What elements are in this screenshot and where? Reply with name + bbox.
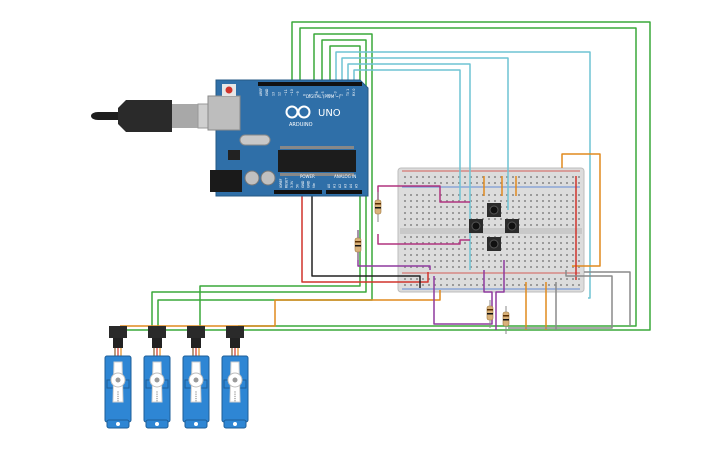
wire-green-1 — [110, 21, 651, 331]
resistors — [354, 192, 510, 334]
push-button-icon — [487, 203, 501, 217]
pin-label: ~11 — [284, 89, 288, 96]
wire-blue-3 — [347, 63, 471, 270]
pin-label: A2 — [338, 184, 342, 188]
pin-label: GND — [307, 180, 311, 188]
wire-blue-2 — [341, 57, 509, 210]
wire-green-3 — [157, 33, 373, 330]
pin-label: 7 — [309, 94, 313, 96]
board-brand-label: ARDUINO — [289, 122, 313, 128]
push-button-icon — [469, 219, 483, 233]
pin-label: A4 — [349, 184, 353, 188]
pin-label: 8 — [302, 94, 306, 96]
pin-label: IOREF — [279, 178, 283, 188]
arduino-uno-board: UNO ARDUINO DIGITAL (PWM ~) POWER ANALOG… — [207, 79, 369, 197]
usb-cable-icon — [91, 100, 221, 132]
servo-motor-icon — [221, 326, 249, 429]
resistor-icon — [502, 306, 510, 334]
arduino-logo — [285, 105, 311, 119]
pin-label: TX 1 — [346, 89, 350, 97]
pin-label: RX 0 — [352, 89, 356, 96]
pin-label: 12 — [278, 92, 282, 96]
pin-label: 5V — [296, 183, 300, 188]
wire-purple-3 — [495, 260, 505, 330]
wire-blue-4 — [353, 69, 461, 200]
servo-motor-icon — [182, 326, 210, 429]
wire-black-gnd — [311, 196, 421, 288]
pin-label: A5 — [355, 184, 359, 188]
servo-motor-icon — [104, 326, 132, 429]
pin-label: 13 — [271, 92, 275, 96]
digital-header-label: DIGITAL (PWM ~) — [306, 94, 341, 99]
pin-label: ~10 — [290, 89, 294, 96]
pin-label: Vin — [312, 183, 316, 188]
pin-label: 4 — [327, 94, 331, 96]
wire-red-power — [301, 196, 429, 283]
power-header-label: POWER — [300, 174, 315, 179]
resistor-icon — [354, 230, 362, 260]
wire-orange-1 — [561, 153, 601, 267]
analog-header-label: ANALOG IN — [334, 174, 356, 179]
pin-label: A3 — [344, 184, 348, 188]
pin-label: A0 — [327, 184, 331, 188]
resistor-icon — [374, 192, 382, 222]
pin-label: ~6 — [315, 91, 319, 96]
pin-label: GND — [265, 88, 269, 96]
pin-label: 2 — [340, 94, 344, 96]
wire-gray-3 — [584, 271, 631, 326]
board-model-label: UNO — [318, 108, 341, 119]
push-button-icon — [505, 219, 519, 233]
wire-gray-2 — [508, 270, 613, 329]
wire-orange-5 — [120, 290, 441, 327]
wire-blue-1 — [335, 51, 591, 299]
pin-label: ~9 — [296, 91, 300, 96]
pin-label: A1 — [333, 184, 337, 188]
servo-motor-icon — [143, 326, 171, 429]
pin-label: ~5 — [321, 91, 325, 96]
pin-label: RESET — [285, 178, 289, 188]
push-button-icon — [487, 237, 501, 251]
servo-motors — [104, 326, 249, 429]
push-buttons — [469, 203, 519, 251]
resistor-icon — [486, 300, 494, 328]
wire-magenta-2 — [377, 234, 470, 245]
wire-green-2 — [238, 27, 637, 327]
pin-label: GND — [301, 180, 305, 188]
pin-label: AREF — [259, 88, 263, 96]
wire-magenta-1 — [377, 185, 470, 203]
pin-label: 3.3V — [290, 180, 294, 188]
pin-label: ~3 — [333, 91, 337, 96]
